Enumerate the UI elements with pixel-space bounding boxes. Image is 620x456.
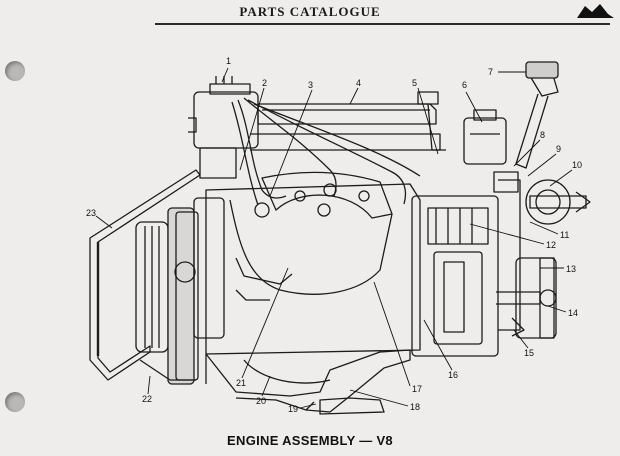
header-rule	[155, 23, 610, 25]
callout-14: 14	[568, 308, 578, 318]
crank-pulley	[525, 179, 571, 225]
callout-2: 2	[262, 78, 267, 88]
callout-6: 6	[462, 80, 467, 90]
callout-8: 8	[540, 130, 545, 140]
cylinder-block	[205, 183, 421, 355]
figure-caption: ENGINE ASSEMBLY — V8	[227, 433, 393, 448]
intake-manifold	[261, 171, 393, 219]
callout-20: 20	[256, 396, 266, 406]
rocker-cover	[257, 103, 437, 125]
callout-23: 23	[86, 208, 96, 218]
timing-cover	[411, 195, 499, 357]
callout-10: 10	[572, 160, 582, 170]
callout-1: 1	[226, 56, 231, 66]
binder-hole-bottom	[5, 392, 25, 412]
callout-9: 9	[556, 144, 561, 154]
callout-5: 5	[412, 78, 417, 88]
callout-12: 12	[546, 240, 556, 250]
callout-11: 11	[560, 230, 569, 240]
binder-hole-top	[5, 61, 25, 81]
callout-22: 22	[142, 394, 152, 404]
fan-shroud	[89, 169, 201, 381]
callout-13: 13	[566, 264, 576, 274]
ignition-coil	[463, 117, 507, 165]
callout-15: 15	[524, 348, 534, 358]
brand-logo-icon	[577, 4, 614, 18]
callout-7: 7	[488, 67, 493, 77]
callout-16: 16	[448, 370, 458, 380]
oil-sump	[205, 349, 411, 413]
callout-21: 21	[236, 378, 246, 388]
callout-19: 19	[288, 404, 298, 414]
callout-18: 18	[410, 402, 420, 412]
callout-17: 17	[412, 384, 422, 394]
page-header-title: PARTS CATALOGUE	[239, 4, 381, 19]
callout-3: 3	[308, 80, 313, 90]
callout-4: 4	[356, 78, 361, 88]
